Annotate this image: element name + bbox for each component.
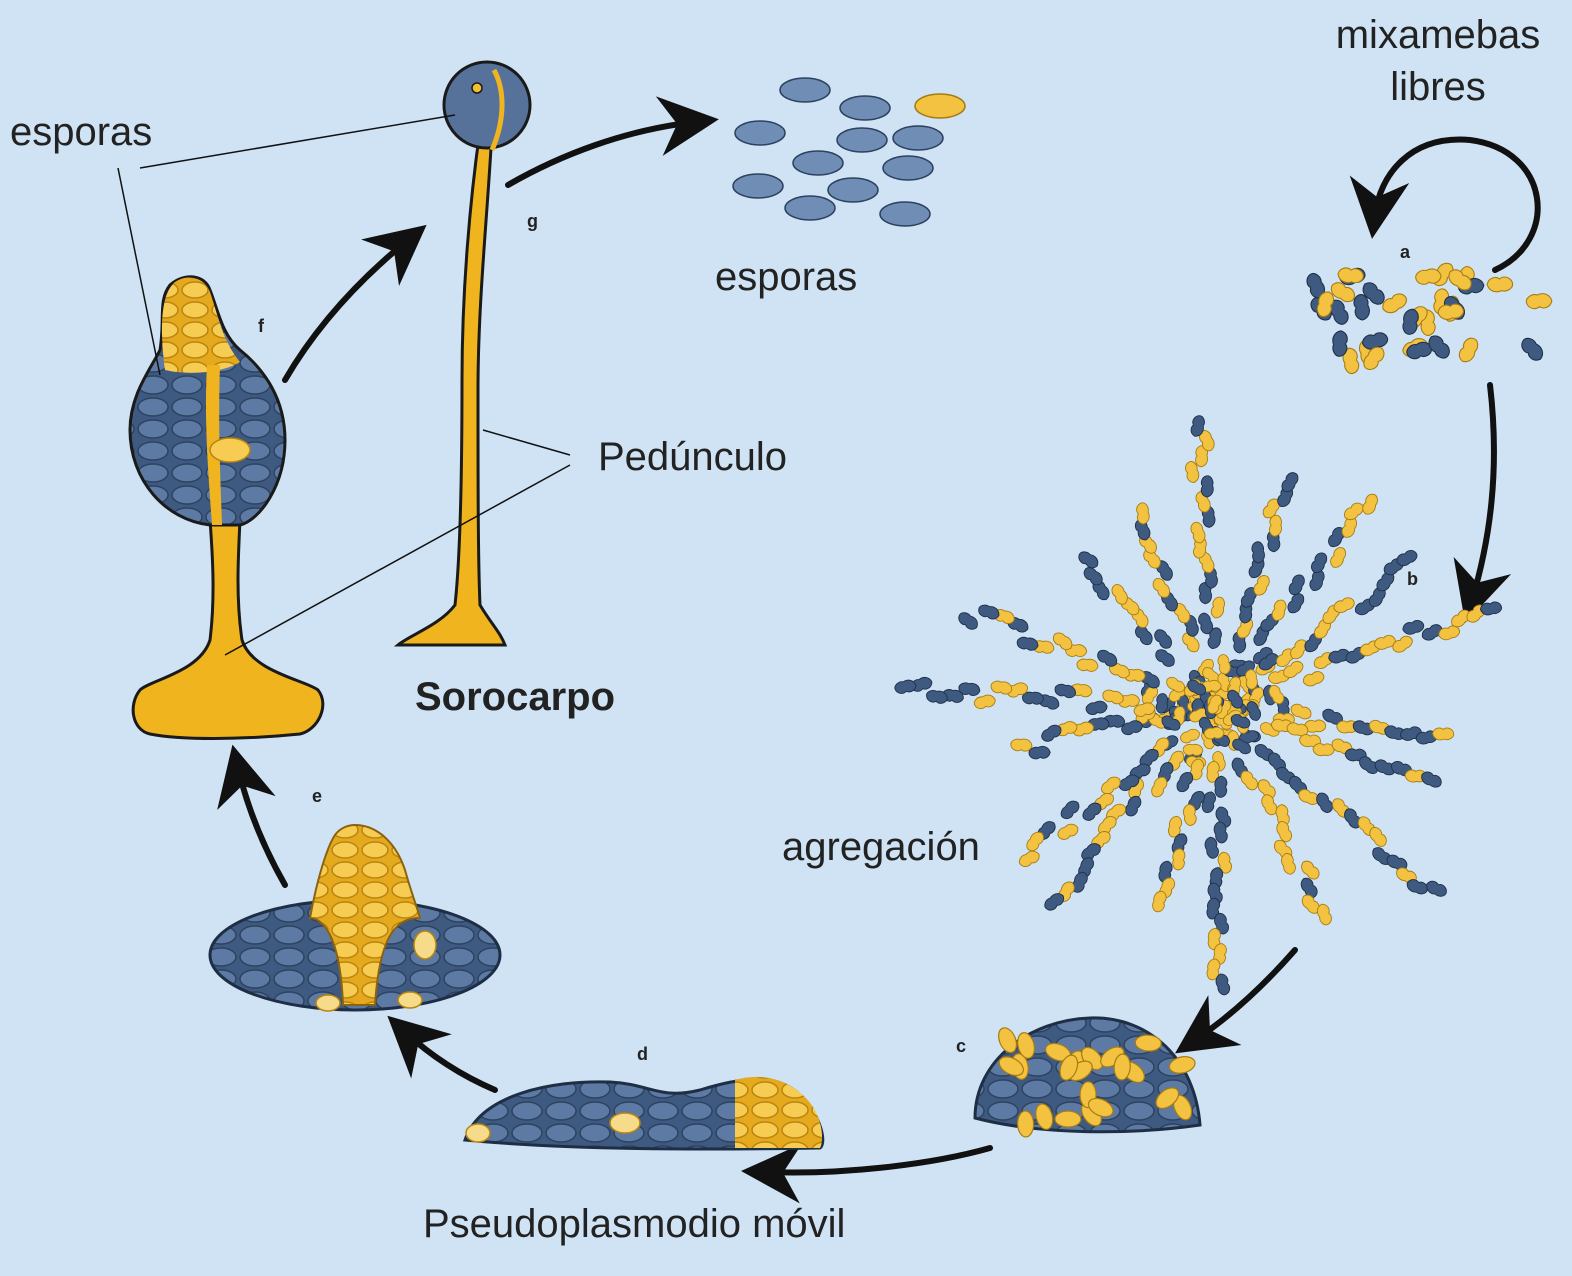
spore [735, 121, 785, 145]
amoeba-blue [956, 610, 980, 633]
spore [828, 178, 878, 202]
amoeba-yellow [1183, 743, 1204, 756]
step-a: a [1400, 242, 1411, 262]
label-aggregation: agregación [782, 825, 980, 869]
amoeba-yellow [1204, 727, 1224, 739]
arrow-c-to-d [765, 1148, 990, 1173]
spore [840, 96, 890, 120]
step-b: b [1407, 569, 1418, 589]
arrow-f-to-g [285, 240, 408, 380]
amoeba-yellow [1056, 822, 1080, 842]
step-e: e [312, 786, 322, 806]
amoeba-blue [1029, 746, 1051, 759]
spore [915, 94, 965, 118]
pointer-esporas-to-fruiting [118, 168, 160, 375]
mound-cell-yellow [1017, 1111, 1034, 1137]
label-esporas-left: esporas [10, 110, 152, 154]
label-libres: libres [1390, 65, 1486, 109]
step-d: d [637, 1044, 648, 1064]
arrow-d-to-e [405, 1032, 495, 1090]
amoeba-blue [894, 679, 917, 694]
mound-c [975, 1018, 1200, 1137]
amoeba-blue [1085, 700, 1108, 715]
amoeba-yellow [1209, 596, 1226, 620]
pointer-esporas-to-sorocarp [140, 115, 455, 168]
spore [793, 151, 843, 175]
spore [893, 126, 943, 150]
amoeba-yellow [1298, 858, 1321, 882]
amoeba-blue [1401, 308, 1420, 336]
amoeba-blue [1314, 790, 1335, 815]
amoeba-yellow [1360, 492, 1380, 516]
culmination-e [210, 825, 500, 1011]
amoeba-yellow [1342, 500, 1366, 522]
amoeba-blue [1200, 475, 1214, 497]
mound-cell-yellow [1055, 1111, 1081, 1127]
arrow-g-to-spores [508, 122, 695, 185]
amoeba-blue [1252, 542, 1265, 564]
amoeba-yellow [973, 694, 996, 710]
amoeba-yellow [1526, 293, 1552, 308]
amoeba-yellow [1179, 727, 1201, 744]
amoeba-yellow [1432, 727, 1454, 740]
label-peduncle: Pedúnculo [598, 435, 787, 479]
amoeba-blue [1285, 591, 1307, 616]
released-spores [733, 78, 965, 226]
spore [785, 196, 835, 220]
amoeba-yellow [1268, 515, 1282, 537]
label-sorocarp: Sorocarpo [415, 675, 615, 719]
step-f: f [258, 316, 265, 336]
amoeba-yellow [1275, 819, 1294, 843]
amoeba-blue [1424, 879, 1449, 900]
amoeba-yellow [1136, 503, 1149, 525]
spore [883, 156, 933, 180]
amoeba-yellow [1487, 277, 1513, 292]
amoeba-yellow [1010, 738, 1032, 752]
amoeba-blue [1152, 627, 1174, 651]
pointer-peduncle-to-fruiting [225, 465, 570, 655]
amoeba-blue [1519, 335, 1547, 364]
amoeba-yellow [1302, 670, 1326, 688]
spore [780, 78, 830, 102]
amoeba-blue [1058, 798, 1082, 821]
label-esporas-center: esporas [715, 255, 857, 299]
fruiting-body-f [130, 277, 323, 739]
step-c: c [956, 1036, 966, 1056]
amoeba-blue [1480, 601, 1502, 615]
sorocarp-g [398, 62, 530, 645]
amoeba-blue [1123, 794, 1144, 819]
amoeba-blue [1153, 647, 1177, 670]
slug-d [465, 1077, 823, 1149]
amoeba-yellow [1328, 545, 1349, 570]
amoeba-blue [1425, 332, 1452, 361]
amoeba-yellow [1099, 774, 1123, 796]
amoeba-blue [1402, 619, 1425, 636]
arrow-e-to-f [238, 768, 285, 885]
amoeba-blue [1286, 573, 1307, 598]
step-g: g [527, 211, 538, 231]
aggregation-streams [894, 414, 1502, 996]
label-pseudoplasmodium: Pseudoplasmodio móvil [423, 1202, 845, 1246]
amoeba-yellow [1456, 335, 1481, 364]
spore [837, 128, 887, 152]
arrow-a-to-b [1472, 385, 1494, 600]
amoeba-blue [1309, 551, 1330, 576]
amoeba-yellow [1245, 669, 1258, 690]
amoeba-blue [1331, 330, 1348, 357]
amoeba-yellow [1217, 654, 1231, 675]
amoeba-yellow [1017, 849, 1041, 869]
free-amoebae-cluster [1305, 260, 1552, 375]
pointer-peduncle-to-sorocarp [483, 430, 570, 455]
label-mixamebas: mixamebas [1336, 13, 1541, 57]
spore [880, 202, 930, 226]
amoeba-yellow [1076, 658, 1099, 673]
amoeba-yellow [1312, 743, 1334, 757]
spore [733, 174, 783, 198]
